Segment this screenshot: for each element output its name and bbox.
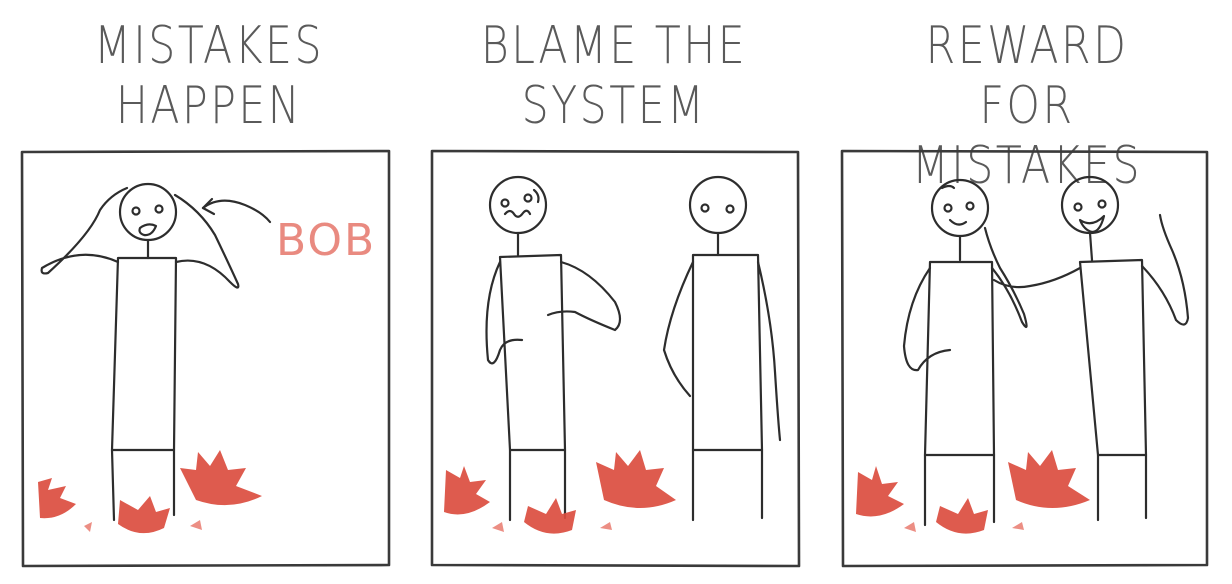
rewarded-figure — [902, 178, 1028, 527]
panel-1: BOB — [20, 149, 391, 568]
panel-1-title: MISTAKES HAPPEN — [53, 16, 365, 136]
panel-1-frame — [20, 149, 391, 568]
panel-3-title-line-1: REWARD FOR — [925, 16, 1129, 136]
worried-figure — [485, 175, 622, 522]
bob-head — [118, 182, 178, 242]
panel-3-frame — [840, 149, 1209, 568]
bob-figure — [40, 182, 272, 522]
panel-2 — [430, 149, 801, 568]
panel-3-title: REWARD FOR MISTAKES — [871, 16, 1183, 196]
bob-label: BOB — [276, 215, 376, 266]
panel-1-title-line-2: HAPPEN — [115, 76, 303, 136]
panel-2-title-line-1: BLAME THE — [480, 16, 748, 76]
broken-pieces-2 — [444, 450, 676, 534]
panel-3 — [840, 149, 1209, 568]
rewarding-figure — [992, 175, 1190, 522]
broken-pieces-3 — [856, 450, 1090, 534]
broken-pieces-1 — [38, 450, 262, 534]
panel-2-title: BLAME THE SYSTEM — [458, 16, 770, 136]
panel-1-title-line-1: MISTAKES — [93, 16, 324, 76]
panel-2-frame — [430, 149, 801, 568]
panel-2-title-line-2: SYSTEM — [521, 76, 707, 136]
other-figure — [662, 175, 782, 522]
